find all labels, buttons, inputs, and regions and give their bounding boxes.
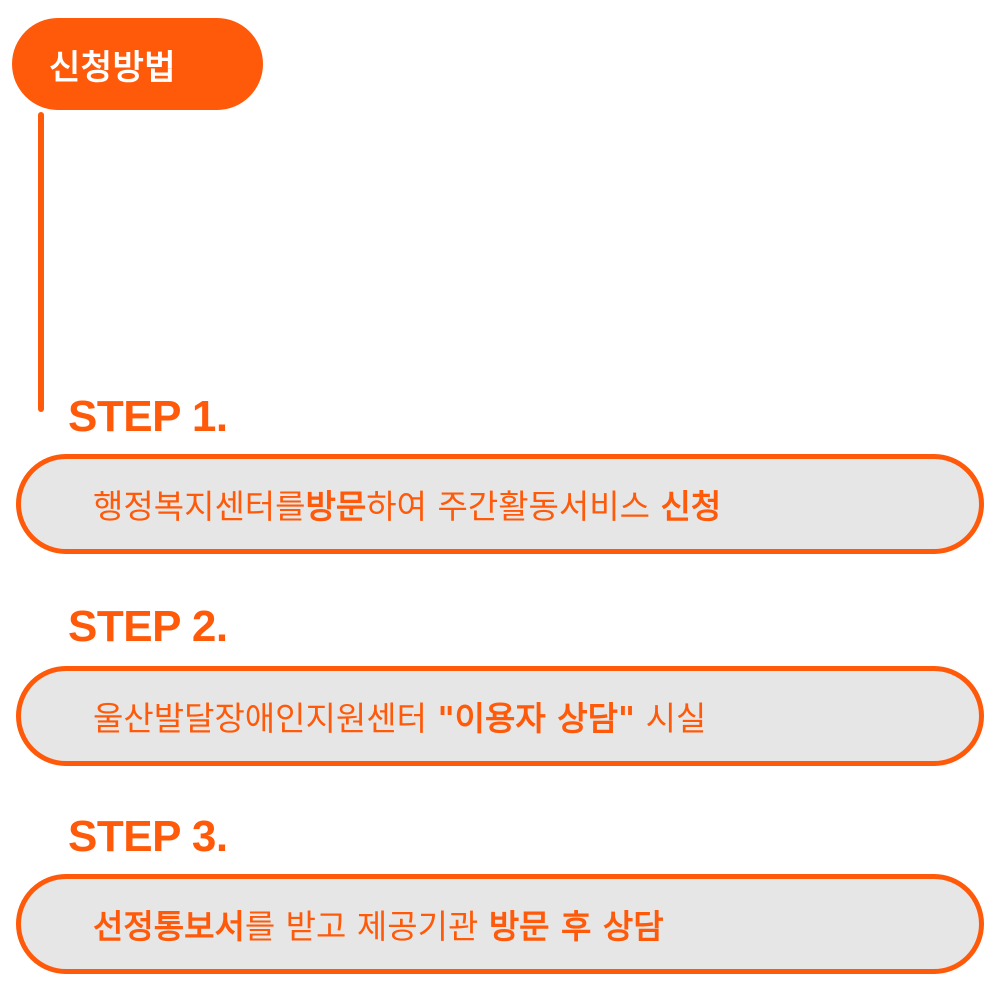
step-1-text-1: 행정복지센터를 xyxy=(93,487,306,526)
step-1-text-4: 신청 xyxy=(660,487,722,526)
step-1-text-2: 방문 xyxy=(305,487,367,526)
step-3-text-2: 를 받고 제공기관 xyxy=(244,907,489,946)
step-1-label: STEP 1. xyxy=(68,392,228,441)
step-2-label: STEP 2. xyxy=(68,602,228,651)
step-3-text-1: 선정통보서 xyxy=(93,907,245,946)
step-1-box: 행정복지센터를 방문 하여 주간활동서비스 신청 xyxy=(16,454,984,554)
section-title: 신청방법 xyxy=(48,47,177,88)
timeline-line xyxy=(38,112,44,412)
section-title-badge: 신청방법 xyxy=(12,18,263,110)
step-2-box: 울산발달장애인지원센터 "이용자 상담" 시실 xyxy=(16,666,984,766)
step-1-text-3: 하여 주간활동서비스 xyxy=(366,487,661,526)
step-2-text-2: "이용자 상담" xyxy=(437,699,636,738)
step-3-text-3: 방문 후 상담 xyxy=(488,907,664,946)
step-3-box: 선정통보서 를 받고 제공기관 방문 후 상담 xyxy=(16,874,984,974)
step-2-text-1: 울산발달장애인지원센터 xyxy=(93,699,438,738)
step-2-text-3: 시실 xyxy=(635,699,707,738)
step-3-label: STEP 3. xyxy=(68,812,228,861)
